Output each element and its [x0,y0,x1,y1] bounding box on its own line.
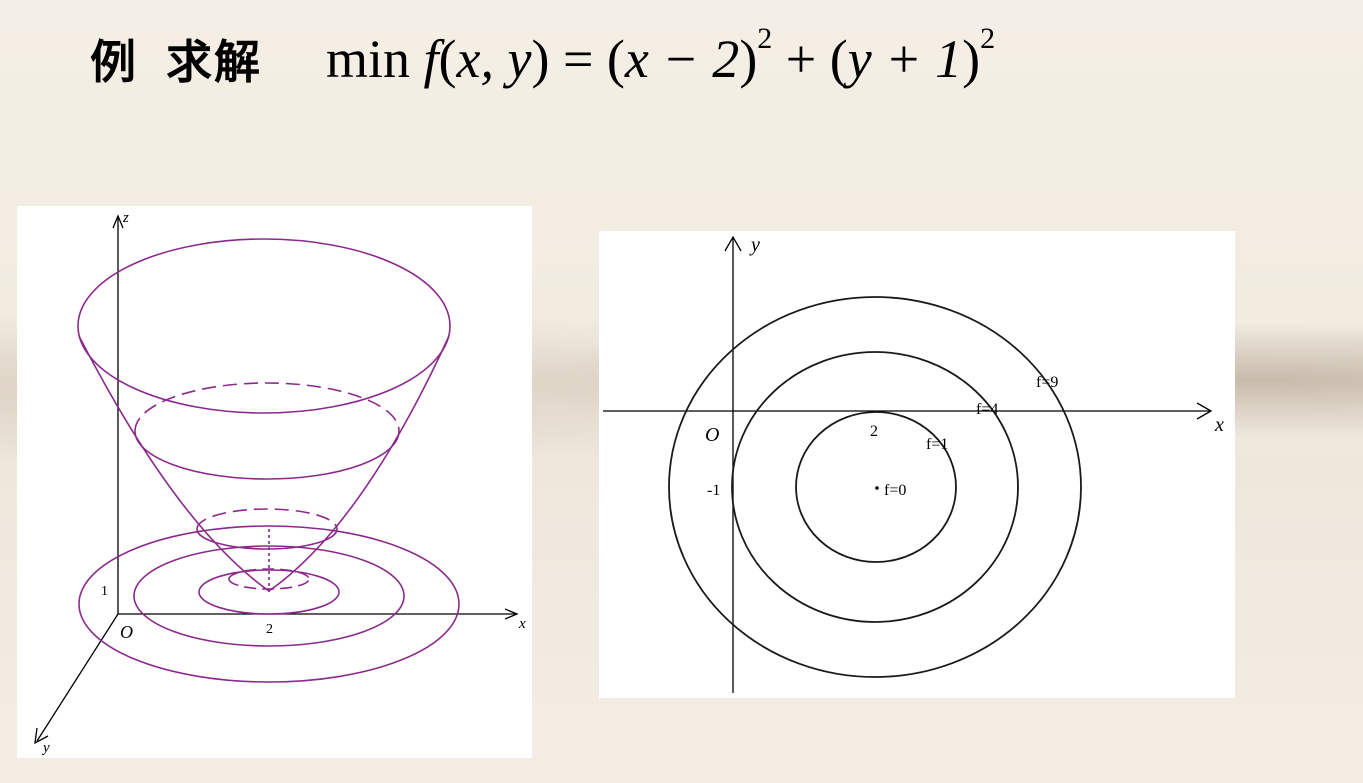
x-axis-arrow [1196,402,1213,420]
contour-2d-plot: x y O 2 -1 f=0 f=1 f=4 f=9 [599,231,1235,698]
x-tick-2: 2 [266,622,273,637]
contour-f4 [731,351,1019,623]
level-label-f4: f=4 [976,401,998,418]
z-tick-1: 1 [101,584,108,599]
slice-upper-front [134,430,400,480]
y-tick-neg1: -1 [707,482,720,499]
y-axis-label: y [41,740,50,756]
x-axis-arrow [504,608,519,620]
term-y: y + 1 [847,29,963,89]
power-2: 2 [980,22,996,55]
function-args: x, y [456,29,532,89]
paraboloid-svg: z x y O 2 1 [34,210,526,756]
contour-svg: x y O 2 -1 f=0 f=1 f=4 f=9 [603,234,1224,693]
equals-sign: = [562,29,594,89]
paraboloid-rim [77,238,451,414]
function-name: f [423,29,439,89]
level-label-f9: f=9 [1036,374,1058,391]
minimum-point [875,486,879,490]
power-1: 2 [757,22,773,55]
problem-title: 例 求解 min f(x, y) = (x − 2)2 + (y + 1)2 [90,14,995,104]
term-x: x − 2 [624,29,740,89]
x-axis-label: x [1214,414,1224,436]
base-contour-outer [78,525,460,683]
x-axis-label: x [518,616,526,632]
origin-label: O [705,424,719,446]
paraboloid-left-silhouette [78,335,270,592]
level-label-f0: f=0 [884,482,906,499]
origin-label: O [120,622,133,642]
objective-formula: min f(x, y) = (x − 2)2 + (y + 1)2 [326,22,996,89]
base-contour-middle [133,545,405,647]
slice-lower-back [228,568,310,580]
paraboloid-3d-plot: z x y O 2 1 [17,206,532,758]
solve-label: 求解 [166,35,262,89]
z-axis-arrow [112,214,124,229]
slice-middle-back [196,508,338,530]
base-contour-inner [198,569,340,615]
y-axis-label: y [749,234,760,256]
x-tick-2: 2 [870,423,878,440]
y-axis-arrow [34,727,49,745]
slice-middle-front [196,528,338,550]
plus-sign: + [785,29,817,89]
contour-f9 [668,296,1082,678]
example-label: 例 [90,35,138,89]
min-operator: min [326,29,411,89]
slice-upper-back [134,382,400,432]
paraboloid-right-silhouette [268,335,450,592]
level-label-f1: f=1 [926,436,948,453]
y-axis [36,613,119,742]
contour-f1 [795,411,957,563]
y-axis-arrow [724,235,742,252]
z-axis-label: z [122,210,129,226]
